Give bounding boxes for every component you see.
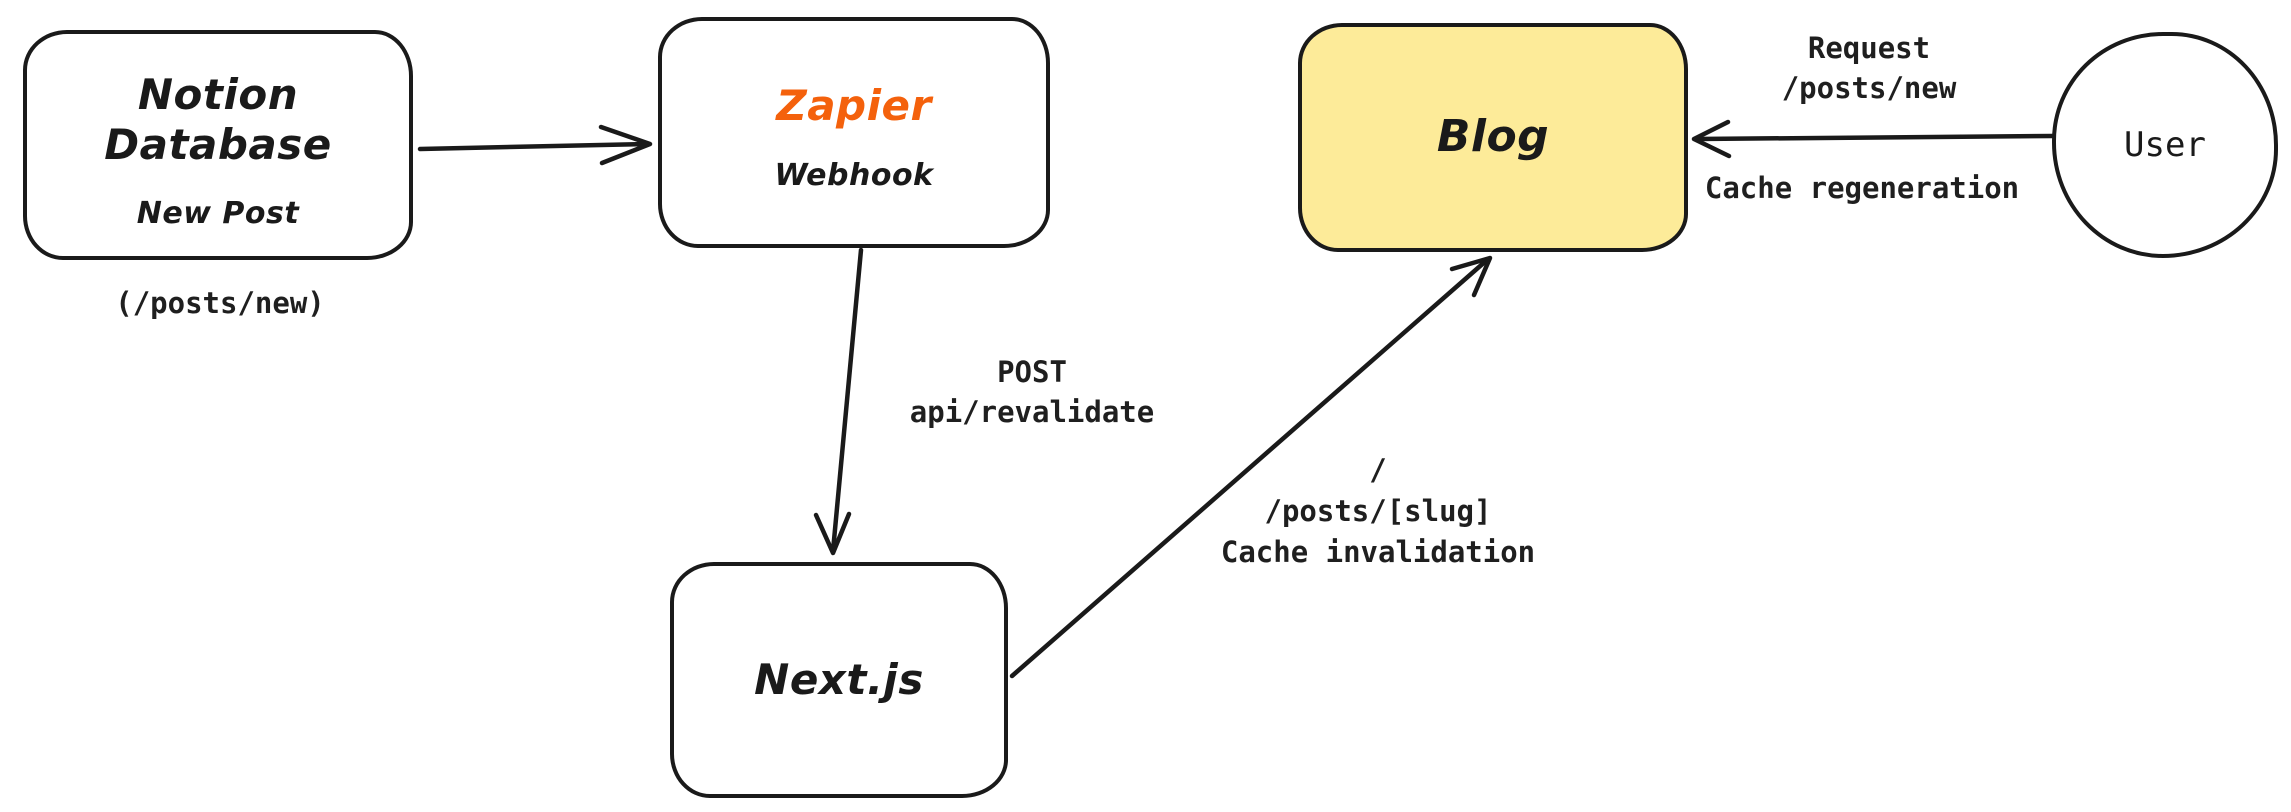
label-request-posts-new: Request /posts/new [1782, 28, 1957, 108]
zapier-subtitle: Webhook [774, 157, 934, 193]
arrow-user-to-blog [1691, 119, 2055, 159]
label-cache-invalidation-line: Cache invalidation [1220, 535, 1536, 569]
user-title: User [2124, 124, 2206, 165]
label-request-line: Request [1807, 31, 1931, 65]
notion-database-title: Notion Database [104, 69, 332, 169]
label-posts-slug-line: /posts/[slug] [1264, 494, 1492, 528]
label-post-api-revalidate: POST api/revalidate [910, 352, 1154, 432]
arrow-zapier-to-nextjs [813, 247, 864, 556]
nextjs-title: Next.js [754, 654, 924, 704]
node-user: User [2052, 32, 2278, 258]
zapier-title: Zapier [776, 81, 932, 131]
label-slug-cache-invalidation: / /posts/[slug] Cache invalidation [1221, 450, 1535, 573]
label-posts-new-line: /posts/new [1781, 71, 1957, 105]
label-post-line: POST [997, 355, 1067, 389]
node-notion-database: Notion Database New Post [23, 30, 413, 260]
node-zapier: Zapier Webhook [658, 17, 1050, 248]
label-posts-new-caption: (/posts/new) [115, 286, 325, 320]
arrow-nextjs-to-blog [1009, 255, 1493, 679]
node-nextjs: Next.js [670, 562, 1008, 798]
label-cache-regeneration: Cache regeneration [1704, 171, 2020, 205]
node-blog: Blog [1298, 23, 1688, 252]
arrow-notion-to-zapier [417, 124, 653, 166]
label-root-path-line: / [1369, 453, 1387, 487]
notion-database-subtitle: New Post [136, 196, 300, 232]
label-api-revalidate-line: api/revalidate [909, 395, 1155, 429]
blog-title: Blog [1436, 111, 1550, 163]
